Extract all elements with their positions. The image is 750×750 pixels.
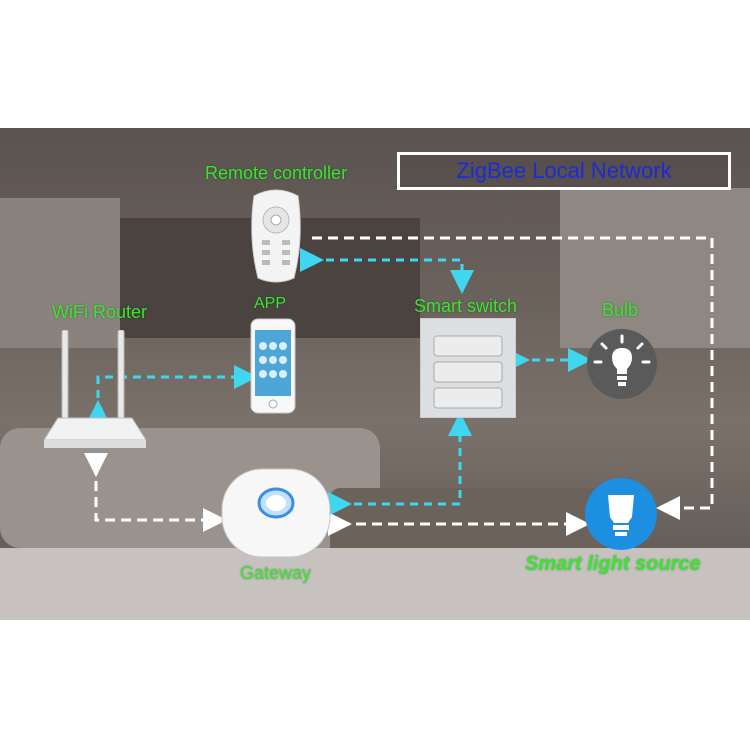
diagram-title-box: ZigBee Local Network	[397, 152, 731, 190]
window-right	[560, 188, 750, 348]
link-router-app	[86, 365, 258, 424]
link-gateway-switch	[328, 412, 472, 516]
gateway-icon	[221, 468, 331, 558]
light-label: Smart light source	[525, 553, 701, 575]
smartphone-app-icon	[250, 318, 296, 414]
floor	[0, 548, 750, 620]
remote-controller-icon	[251, 189, 301, 283]
wifi-router-icon	[43, 330, 147, 448]
gateway-label: Gateway	[240, 563, 312, 583]
remote-label: Remote controller	[205, 163, 348, 183]
router-label: WiFi Router	[52, 302, 148, 322]
bulb-icon	[587, 329, 657, 399]
smart-light-source-icon	[585, 478, 657, 550]
switch-label: Smart switch	[414, 296, 518, 316]
app-label: APP	[254, 295, 287, 312]
bulb-label: Bulb	[602, 300, 639, 320]
smart-switch-icon	[420, 318, 516, 418]
link-remote-to-light	[312, 236, 714, 520]
diagram-title: ZigBee Local Network	[456, 158, 672, 183]
window-left	[0, 198, 120, 348]
link-router-gateway	[84, 453, 227, 532]
link-remote-switch	[300, 248, 474, 294]
